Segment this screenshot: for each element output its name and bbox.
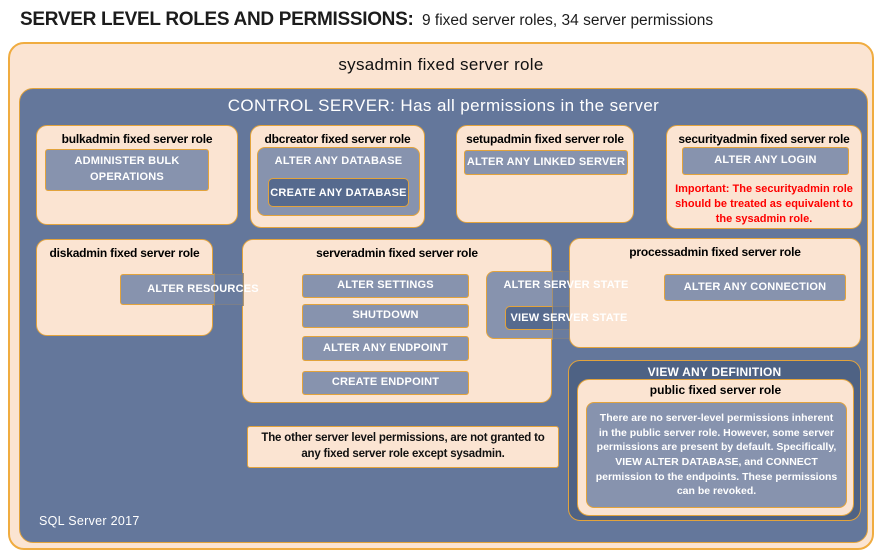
administer-bulk-operations-label: ADMINISTER BULK OPERATIONS <box>74 155 180 183</box>
processadmin-role-title: processadmin fixed server role <box>629 245 801 259</box>
public-role-title: public fixed server role <box>649 383 782 397</box>
public-role-description-box: There are no server-level permissions in… <box>586 402 847 508</box>
other-permissions-note-box: The other server level permissions, are … <box>247 426 559 468</box>
page-title-main: SERVER LEVEL ROLES AND PERMISSIONS: <box>20 9 414 30</box>
alter-any-database-label: ALTER ANY DATABASE <box>274 155 403 167</box>
alter-any-endpoint-permission: ALTER ANY ENDPOINT <box>302 336 469 361</box>
alter-any-connection-permission: ALTER ANY CONNECTION <box>664 274 846 301</box>
alter-any-database-permission: ALTER ANY DATABASE CREATE ANY DATABASE <box>257 147 420 216</box>
control-server-title: CONTROL SERVER: Has all permissions in t… <box>227 96 660 115</box>
control-server-box: CONTROL SERVER: Has all permissions in t… <box>19 88 868 543</box>
sysadmin-role-title: sysadmin fixed server role <box>338 55 544 74</box>
alter-any-endpoint-label: ALTER ANY ENDPOINT <box>322 341 448 354</box>
diskadmin-role-title: diskadmin fixed server role <box>49 246 200 260</box>
page-title: SERVER LEVEL ROLES AND PERMISSIONS: 9 fi… <box>20 9 713 31</box>
shutdown-label: SHUTDOWN <box>352 309 419 322</box>
setupadmin-role-title: setupadmin fixed server role <box>466 132 624 146</box>
create-endpoint-label: CREATE ENDPOINT <box>331 376 440 389</box>
bulkadmin-role-title: bulkadmin fixed server role <box>61 132 213 146</box>
serveradmin-role-title: serveradmin fixed server role <box>316 246 478 260</box>
create-any-database-label: CREATE ANY DATABASE <box>270 186 407 199</box>
dbcreator-role-title: dbcreator fixed server role <box>264 132 411 146</box>
view-any-definition-label: VIEW ANY DEFINITION <box>647 365 782 379</box>
background-gap-stripe <box>214 273 244 306</box>
create-any-database-permission: CREATE ANY DATABASE <box>268 178 409 207</box>
dbcreator-role-box: dbcreator fixed server role ALTER ANY DA… <box>250 125 425 228</box>
alter-any-linked-server-permission: ALTER ANY LINKED SERVER <box>464 150 628 175</box>
bulkadmin-role-box: bulkadmin fixed server role ADMINISTER B… <box>36 125 238 225</box>
alter-resources-label: ALTER RESOURCES <box>147 282 259 295</box>
other-permissions-note-text: The other server level permissions, are … <box>261 432 545 460</box>
sql-server-version-label: SQL Server 2017 <box>39 514 140 528</box>
alter-any-login-permission: ALTER ANY LOGIN <box>682 147 849 175</box>
public-role-description-text: There are no server-level permissions in… <box>595 411 838 498</box>
page-title-subtitle: 9 fixed server roles, 34 server permissi… <box>421 12 714 29</box>
setupadmin-role-box: setupadmin fixed server role ALTER ANY L… <box>456 125 634 223</box>
view-any-definition-box: VIEW ANY DEFINITION public fixed server … <box>568 360 861 521</box>
administer-bulk-operations-permission: ADMINISTER BULK OPERATIONS <box>45 149 209 191</box>
public-role-box: public fixed server role There are no se… <box>577 379 854 516</box>
processadmin-role-box: processadmin fixed server role ALTER ANY… <box>569 238 861 348</box>
alter-any-login-label: ALTER ANY LOGIN <box>714 154 817 167</box>
securityadmin-role-box: securityadmin fixed server role ALTER AN… <box>666 125 862 229</box>
shutdown-permission: SHUTDOWN <box>302 304 469 328</box>
alter-any-linked-server-label: ALTER ANY LINKED SERVER <box>466 155 626 168</box>
alter-settings-permission: ALTER SETTINGS <box>302 274 469 298</box>
view-server-state-label: VIEW SERVER STATE <box>510 312 628 324</box>
securityadmin-role-title: securityadmin fixed server role <box>678 132 850 146</box>
background-gap-stripe <box>552 270 570 340</box>
create-endpoint-permission: CREATE ENDPOINT <box>302 371 469 395</box>
securityadmin-warning-text: Important: The securityadmin role should… <box>675 183 853 225</box>
sysadmin-role-box: sysadmin fixed server role CONTROL SERVE… <box>8 42 874 550</box>
alter-server-state-label: ALTER SERVER STATE <box>503 279 629 291</box>
alter-settings-label: ALTER SETTINGS <box>337 279 434 292</box>
alter-any-connection-label: ALTER ANY CONNECTION <box>683 280 827 293</box>
